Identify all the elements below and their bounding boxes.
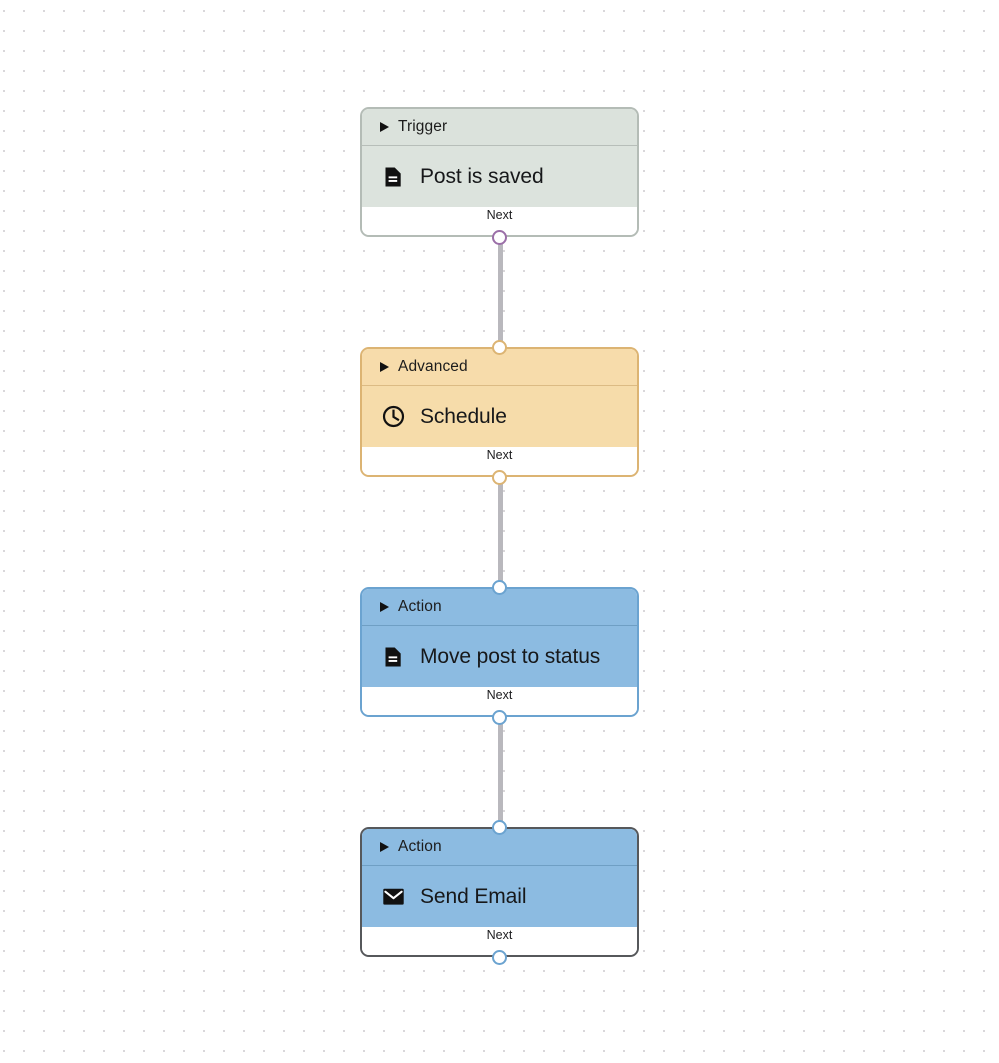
node-input-port[interactable] bbox=[492, 579, 507, 595]
clock-icon bbox=[380, 404, 406, 430]
chevron-right-icon[interactable] bbox=[380, 362, 389, 372]
node-divider bbox=[362, 145, 637, 146]
node-output-port[interactable] bbox=[492, 469, 507, 485]
node-title: Move post to status bbox=[420, 644, 601, 668]
node-next-label: Next bbox=[486, 448, 513, 462]
node-body[interactable]: Move post to status bbox=[362, 626, 637, 687]
node-next-label: Next bbox=[486, 928, 513, 942]
chevron-right-icon[interactable] bbox=[380, 602, 389, 612]
node-output-port[interactable] bbox=[492, 229, 507, 245]
node-body[interactable]: Send Email bbox=[362, 866, 637, 927]
envelope-icon bbox=[380, 884, 406, 910]
node-category-label: Action bbox=[398, 598, 442, 615]
workflow-edge[interactable] bbox=[497, 474, 503, 585]
node-category-label: Advanced bbox=[398, 358, 468, 375]
node-divider bbox=[362, 865, 637, 866]
node-input-port[interactable] bbox=[492, 339, 507, 355]
node-category-label: Trigger bbox=[398, 118, 448, 135]
document-icon bbox=[380, 164, 406, 190]
node-header[interactable]: Action bbox=[362, 829, 637, 865]
node-input-port[interactable] bbox=[492, 819, 507, 835]
chevron-right-icon[interactable] bbox=[380, 122, 389, 132]
node-divider bbox=[362, 625, 637, 626]
node-title: Schedule bbox=[420, 404, 507, 428]
workflow-edge[interactable] bbox=[497, 714, 503, 825]
node-header[interactable]: Advanced bbox=[362, 349, 637, 385]
node-output-port[interactable] bbox=[492, 709, 507, 725]
node-output-port[interactable] bbox=[492, 949, 507, 965]
chevron-right-icon[interactable] bbox=[380, 842, 389, 852]
node-divider bbox=[362, 385, 637, 386]
node-header[interactable]: Trigger bbox=[362, 109, 637, 145]
node-header[interactable]: Action bbox=[362, 589, 637, 625]
node-next-label: Next bbox=[486, 208, 513, 222]
node-title: Post is saved bbox=[420, 164, 544, 188]
node-category-label: Action bbox=[398, 838, 442, 855]
node-next-label: Next bbox=[486, 688, 513, 702]
node-body[interactable]: Schedule bbox=[362, 386, 637, 447]
node-title: Send Email bbox=[420, 884, 527, 908]
document-icon bbox=[380, 644, 406, 670]
node-body[interactable]: Post is saved bbox=[362, 146, 637, 207]
workflow-edge[interactable] bbox=[497, 234, 503, 345]
